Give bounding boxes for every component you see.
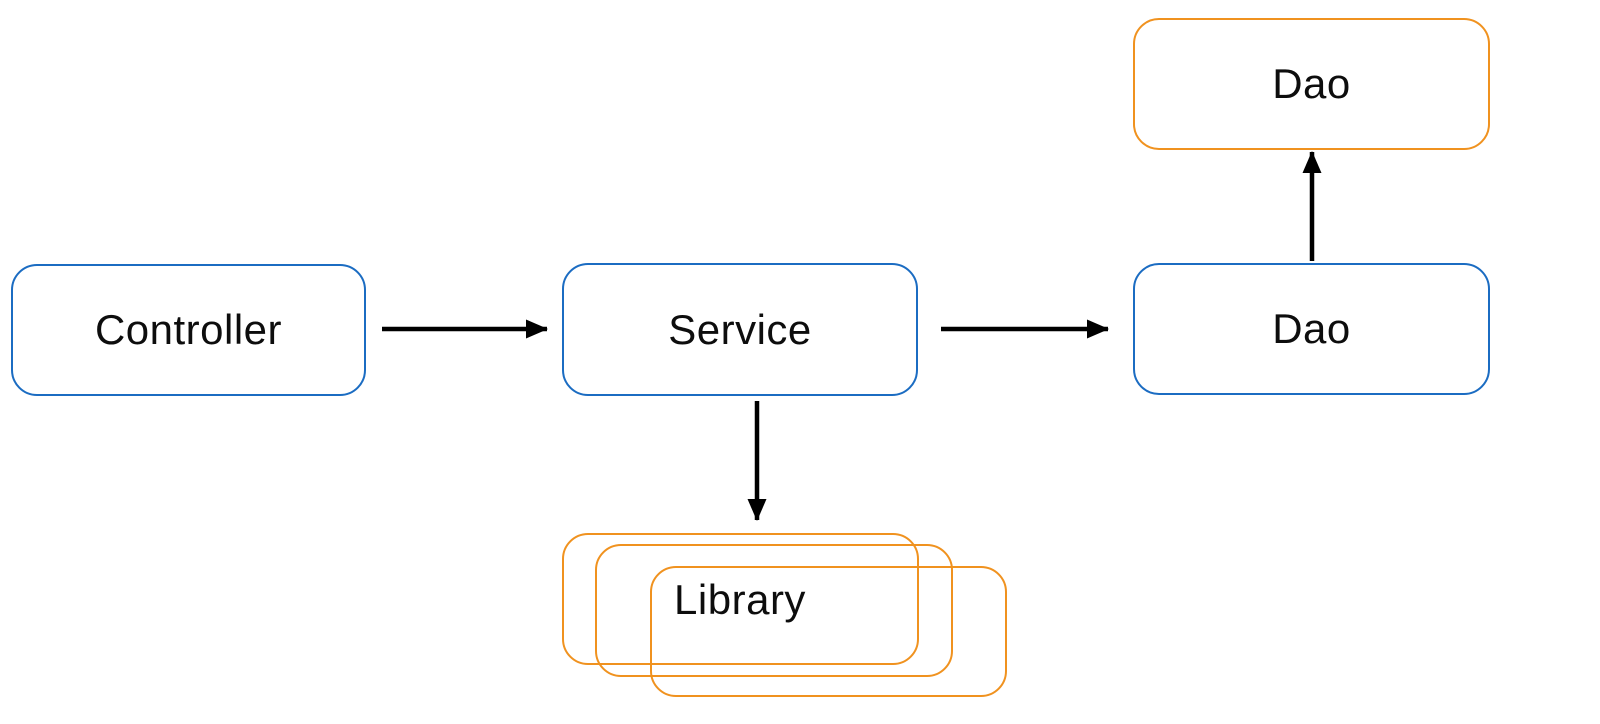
node-controller: Controller bbox=[11, 264, 366, 396]
node-library-label: Library bbox=[674, 576, 806, 623]
node-library-stack-middle bbox=[595, 544, 953, 677]
node-service-label: Service bbox=[668, 305, 812, 353]
node-library-stack-front bbox=[650, 566, 1007, 697]
node-dao-main-label: Dao bbox=[1272, 305, 1351, 352]
node-service: Service bbox=[562, 263, 918, 396]
node-dao-main: Dao bbox=[1133, 263, 1490, 395]
node-dao-secondary-label: Dao bbox=[1272, 60, 1351, 107]
node-controller-label: Controller bbox=[94, 306, 283, 353]
node-library-stack-back bbox=[562, 533, 919, 665]
node-dao-secondary: Dao bbox=[1133, 18, 1490, 150]
